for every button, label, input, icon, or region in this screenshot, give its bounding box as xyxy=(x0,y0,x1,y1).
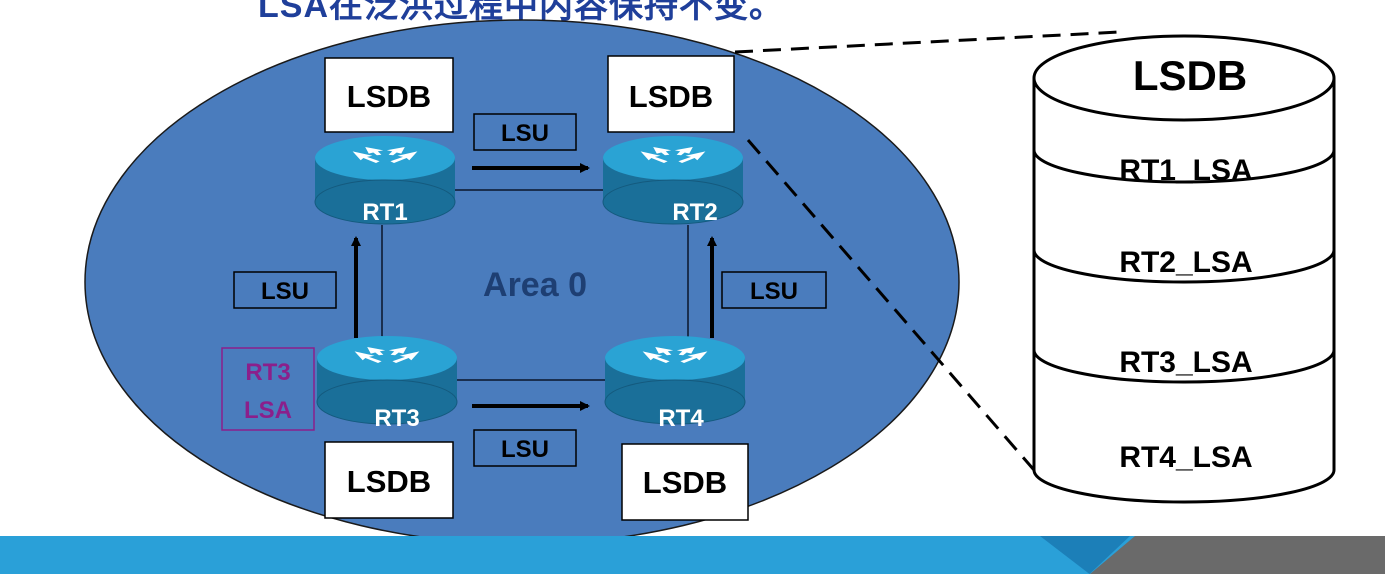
svg-text:RT2: RT2 xyxy=(672,199,717,226)
router-rt2: RT2 xyxy=(602,136,744,226)
ospf-flooding-diagram: LSU LSU LSU LSU Area 0 LSDB LSDB LSDB LS… xyxy=(84,19,1336,536)
svg-text:LSDB: LSDB xyxy=(347,79,431,114)
router-rt3: RT3 xyxy=(316,336,458,432)
area-label: Area 0 xyxy=(483,266,587,304)
lsdb-box-rt3: LSDB xyxy=(324,441,454,519)
svg-text:LSA: LSA xyxy=(244,397,292,424)
svg-text:LSDB: LSDB xyxy=(643,465,727,500)
svg-text:RT3: RT3 xyxy=(374,405,419,432)
footer-bar xyxy=(0,536,1385,574)
svg-text:LSDB: LSDB xyxy=(629,79,713,114)
rt3-lsa-box: RT3 LSA xyxy=(221,347,315,431)
svg-text:RT3: RT3 xyxy=(245,359,290,386)
svg-text:RT1: RT1 xyxy=(362,199,407,226)
lsdb-box-rt1: LSDB xyxy=(324,57,454,133)
database-entry: RT3_LSA xyxy=(1119,346,1252,379)
lsu-label-bottom: LSU xyxy=(473,429,577,467)
database-entry: RT2_LSA xyxy=(1119,246,1252,279)
lsdb-box-rt4: LSDB xyxy=(621,443,749,521)
lsdb-box-rt2: LSDB xyxy=(607,55,735,133)
callout-line-top xyxy=(734,30,1121,54)
svg-text:LSU: LSU xyxy=(501,120,549,147)
database-entry: RT1_LSA xyxy=(1119,154,1252,187)
database-title: LSDB xyxy=(1133,52,1247,99)
lsu-label-left: LSU xyxy=(233,271,337,309)
svg-text:LSU: LSU xyxy=(261,278,309,305)
lsu-label-right: LSU xyxy=(721,271,827,309)
svg-text:LSU: LSU xyxy=(501,436,549,463)
database-entry: RT4_LSA xyxy=(1119,441,1252,474)
router-rt1: RT1 xyxy=(314,136,456,226)
svg-text:LSDB: LSDB xyxy=(347,464,431,499)
svg-text:LSU: LSU xyxy=(750,278,798,305)
footer-bar-gray xyxy=(1090,536,1385,574)
lsdb-database-cylinder: LSDB RT1_LSA RT2_LSA RT3_LSA RT4_LSA xyxy=(1032,34,1336,504)
callout-line-bottom xyxy=(746,139,1036,471)
router-rt4: RT4 xyxy=(604,336,746,432)
svg-text:RT4: RT4 xyxy=(658,405,704,432)
lsu-label-top: LSU xyxy=(473,113,577,151)
